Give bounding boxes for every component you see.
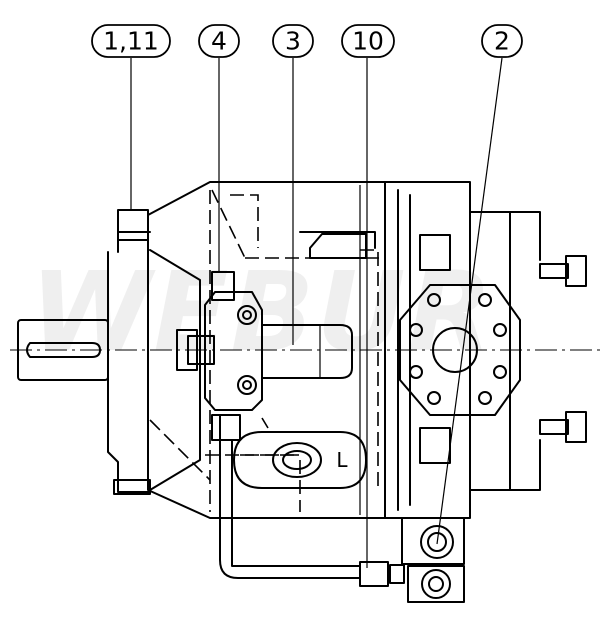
pressure-fitting [401, 517, 465, 603]
control-pipe [211, 414, 405, 587]
port-l-boss: L [233, 431, 367, 489]
callout-2-text: 2 [494, 27, 510, 56]
callout-1-11: 1,11 [91, 24, 171, 58]
callout-10-text: 10 [352, 27, 384, 56]
port-l-label: L [336, 448, 348, 472]
pump-housing [147, 181, 386, 519]
callout-3: 3 [272, 24, 314, 58]
callout-1-11-text: 1,11 [103, 27, 159, 56]
mounting-bolts [539, 255, 587, 443]
callout-10: 10 [341, 24, 395, 58]
callout-4-text: 4 [211, 27, 227, 56]
callout-2: 2 [481, 24, 523, 58]
callout-4: 4 [198, 24, 240, 58]
callout-3-text: 3 [285, 27, 301, 56]
